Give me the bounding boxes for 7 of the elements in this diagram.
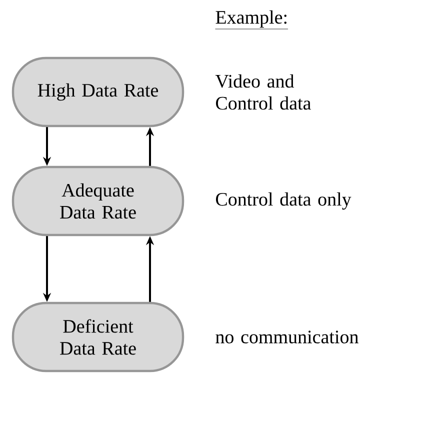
description-text: Video and Control data bbox=[215, 74, 311, 110]
rate-box: High Data Rate bbox=[12, 56, 184, 128]
heading: Example: bbox=[215, 10, 288, 30]
description-text: Control data only bbox=[216, 192, 352, 210]
description-text: no communication bbox=[216, 330, 358, 344]
rate-box: Deficient Data Rate bbox=[12, 302, 184, 372]
rate-box: Adequate Data Rate bbox=[12, 166, 184, 236]
